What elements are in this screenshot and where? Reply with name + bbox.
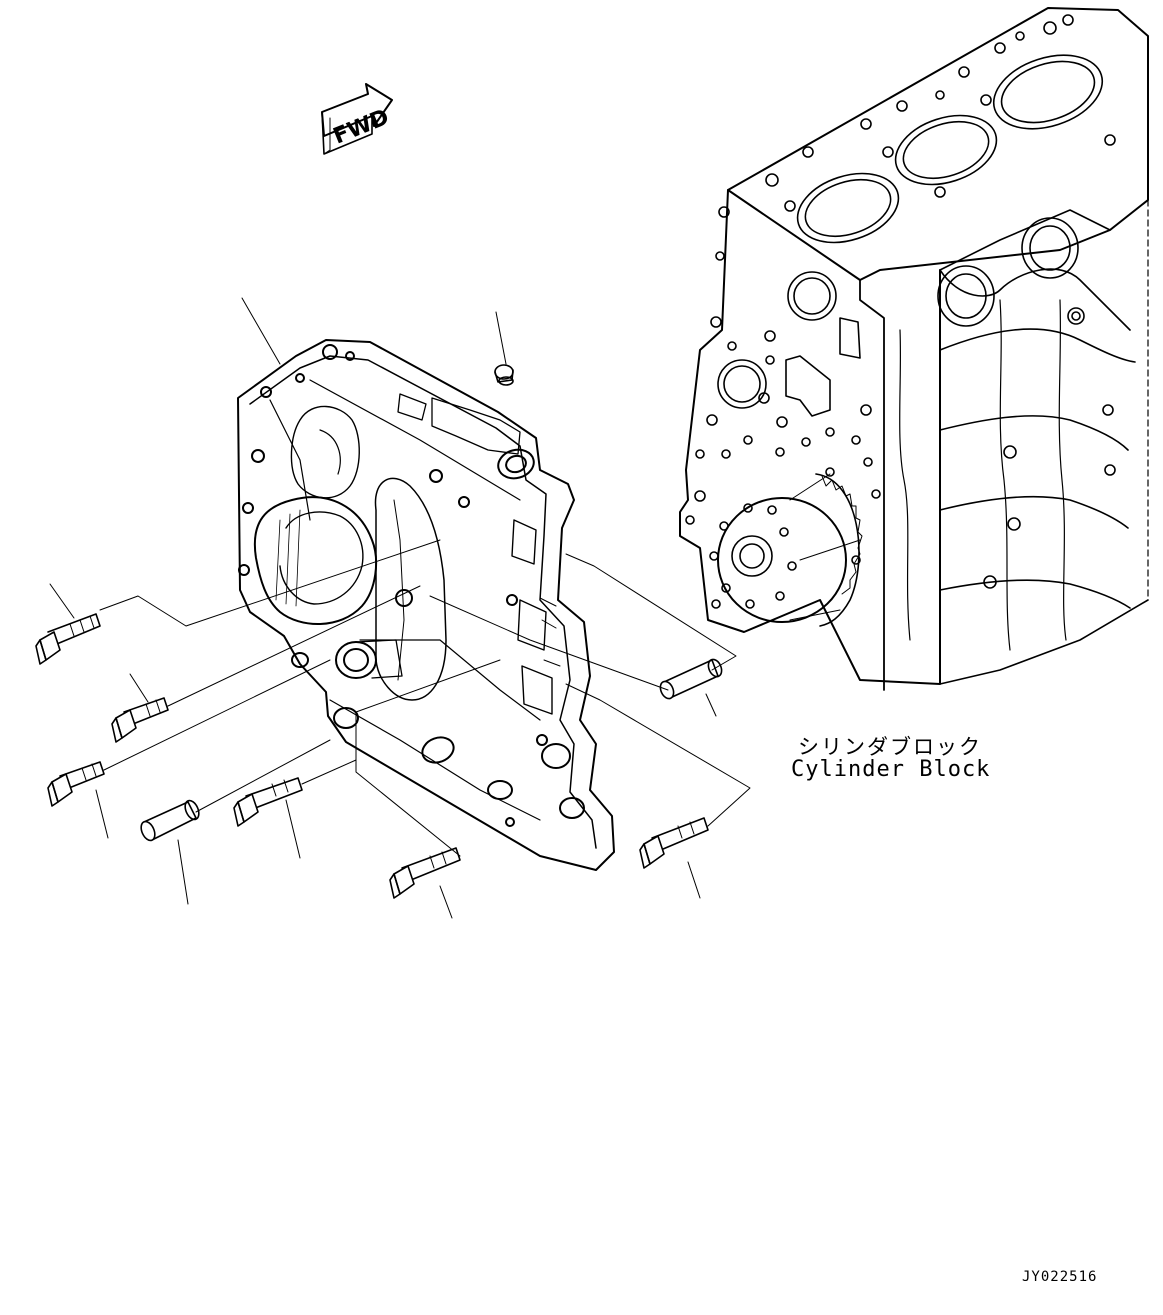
- cylinder-block-label-en: Cylinder Block: [791, 757, 991, 782]
- bolt-6: [639, 817, 709, 869]
- bolt-5: [389, 847, 461, 899]
- drawing-id: JY022516: [1022, 1269, 1098, 1285]
- dowel-pin-2: [659, 658, 723, 700]
- dowel-pin-1: [140, 799, 200, 842]
- fwd-arrow-icon: FWD: [321, 83, 393, 155]
- plug-part: [494, 364, 514, 386]
- cylinder-block-label-jp: シリンダブロック: [798, 735, 982, 759]
- front-gear-case: [237, 339, 615, 871]
- bolt-1: [35, 613, 101, 665]
- bolt-4: [233, 777, 303, 827]
- bolt-2: [111, 697, 169, 743]
- leader-lines: [49, 297, 751, 919]
- cylinder-block: [679, 7, 1149, 691]
- bolt-3: [47, 761, 105, 807]
